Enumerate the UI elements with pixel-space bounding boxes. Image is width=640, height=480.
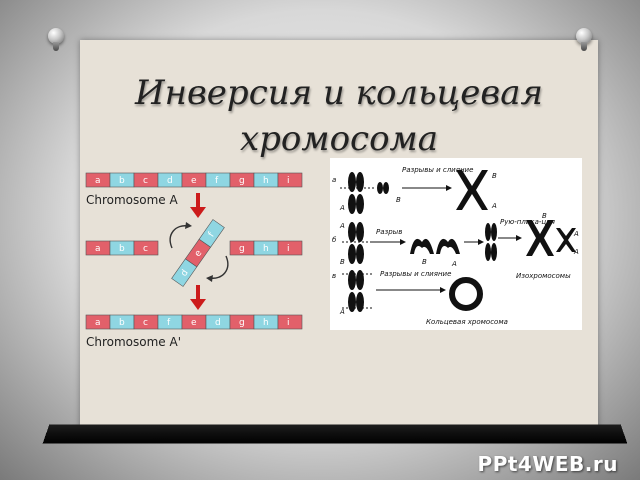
gene-label: a bbox=[95, 318, 101, 328]
gene-segment bbox=[277, 240, 303, 256]
breaks-and-fusion-label: Разрывы и слияние bbox=[402, 166, 473, 174]
gene-label: f bbox=[215, 176, 219, 186]
arrowhead-icon bbox=[206, 275, 213, 282]
chromosome-icon bbox=[377, 182, 389, 194]
pushpin-icon bbox=[48, 28, 64, 51]
rotation-arrow-icon bbox=[169, 225, 189, 249]
title-line-2: хромосома bbox=[239, 119, 439, 159]
chromosome-icon bbox=[348, 172, 364, 214]
arm-label: A bbox=[573, 230, 579, 238]
gene-label: a bbox=[95, 244, 101, 254]
gene-label: c bbox=[143, 244, 148, 254]
arm-label: A bbox=[451, 260, 457, 268]
breaks-label: Разрыв bbox=[376, 228, 402, 236]
ring-chromosome-icon bbox=[449, 277, 483, 311]
ring-chromosome-label: Кольцевая хромосома bbox=[426, 318, 508, 326]
chromosome-icon bbox=[348, 222, 364, 264]
arm-label: A bbox=[339, 222, 345, 230]
arrowhead-icon bbox=[516, 235, 522, 241]
chromosome-a-label: Chromosome A bbox=[86, 193, 179, 207]
gene-label: g bbox=[239, 244, 245, 254]
gene-label: d bbox=[179, 268, 190, 278]
arrowhead-icon bbox=[400, 239, 406, 245]
row-label: а bbox=[332, 176, 336, 184]
chromosome-a-prime-label: Chromosome A' bbox=[86, 335, 181, 349]
gene-label: c bbox=[143, 318, 148, 328]
isochromosomes-label: Изохромосомы bbox=[516, 272, 571, 280]
arm-label: B bbox=[396, 196, 401, 204]
chromosome-x-icon bbox=[456, 170, 488, 210]
gene-label: h bbox=[263, 244, 269, 254]
gene-segment bbox=[277, 314, 303, 330]
gene-label: b bbox=[119, 318, 125, 328]
chromosome-fragment-icon bbox=[410, 238, 460, 254]
arm-label: B bbox=[340, 258, 345, 266]
down-arrow-icon bbox=[190, 193, 206, 218]
chromosome-a-strip: a b c d e f g h i bbox=[85, 172, 303, 188]
gene-label: d bbox=[167, 176, 173, 186]
gene-label: e bbox=[191, 318, 197, 328]
ring-chromosome-figure: а б в A B Разрывы и слияние B A A B bbox=[330, 158, 582, 330]
arm-label: B bbox=[542, 212, 547, 220]
arrowhead-icon bbox=[440, 287, 446, 293]
arm-label: B bbox=[422, 258, 427, 266]
arm-label: A bbox=[339, 308, 345, 316]
chromosome-icon bbox=[348, 270, 364, 312]
arrowhead-icon bbox=[446, 185, 452, 191]
gene-label: i bbox=[287, 318, 290, 328]
arrowhead-icon bbox=[185, 222, 192, 229]
rotation-arrow-icon bbox=[209, 255, 229, 279]
gene-label: c bbox=[143, 176, 148, 186]
gene-label: d bbox=[215, 318, 221, 328]
watermark-logo: PPt4WEB.ru bbox=[477, 452, 618, 476]
arm-label: A bbox=[491, 202, 497, 210]
chromosome-figure: а б в A B Разрывы и слияние B A A B bbox=[332, 166, 579, 326]
gene-label: i bbox=[287, 176, 290, 186]
slide-title: Инверсия и кольцевая хромосома bbox=[80, 70, 598, 162]
row-label: б bbox=[332, 236, 337, 244]
gene-label: g bbox=[239, 318, 245, 328]
down-arrow-icon bbox=[190, 285, 206, 310]
chromosome-icon bbox=[485, 223, 497, 261]
chromosome-left-fragment: a b c bbox=[85, 240, 159, 256]
gene-label: h bbox=[263, 318, 269, 328]
gene-label: f bbox=[207, 230, 217, 239]
gene-segment bbox=[133, 240, 159, 256]
chromosome-x-icon bbox=[526, 220, 576, 256]
gene-label: e bbox=[191, 176, 197, 186]
title-line-1: Инверсия и кольцевая bbox=[134, 73, 544, 113]
pushpin-icon bbox=[576, 28, 592, 51]
arm-label: B bbox=[492, 172, 497, 180]
gene-segment bbox=[198, 219, 225, 248]
gene-label: a bbox=[95, 176, 101, 186]
gene-segment bbox=[277, 172, 303, 188]
gene-label: b bbox=[119, 176, 125, 186]
chromosome-right-fragment: g h i bbox=[229, 240, 303, 256]
row-label: в bbox=[332, 272, 336, 280]
gene-label: f bbox=[167, 318, 171, 328]
inverted-segment: def bbox=[171, 219, 225, 287]
board-shelf bbox=[42, 424, 628, 444]
arm-label: A bbox=[573, 248, 579, 256]
arm-label: A bbox=[339, 204, 345, 212]
gene-label: i bbox=[287, 244, 290, 254]
breaks-and-fusion-label: Разрывы и слияние bbox=[380, 270, 451, 278]
gene-label: b bbox=[119, 244, 125, 254]
gene-label: e bbox=[193, 248, 205, 259]
gene-label: g bbox=[239, 176, 245, 186]
gene-label: h bbox=[263, 176, 269, 186]
arrowhead-icon bbox=[478, 239, 484, 245]
